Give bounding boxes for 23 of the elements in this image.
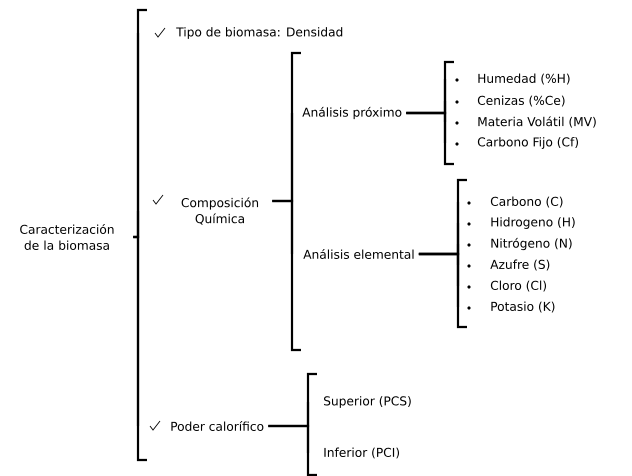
- text-label: Azufre (S): [490, 260, 550, 270]
- text-label: Hidrogeno (H): [491, 217, 575, 229]
- text-label: Tipo de biomasa: Densidad: [176, 27, 342, 39]
- bracket-line: [268, 424, 310, 453]
- text-label: Análisis próximo: [302, 106, 402, 120]
- text-label: Cenizas (%Ce): [478, 96, 565, 106]
- text-label: Carbono (C): [490, 196, 562, 208]
- bracket-line: [272, 200, 294, 254]
- text-label: Carbono Fijo (Cf): [478, 137, 578, 149]
- text-label: Superior (PCS): [324, 396, 411, 408]
- text-label: Caracterización de la biomasa: [20, 224, 114, 250]
- text-label: Potasio (K): [491, 302, 554, 312]
- text-label: Cloro (Cl): [490, 280, 546, 292]
- bracket-line: [418, 252, 460, 307]
- text-label: Inferior (PCI): [324, 448, 400, 458]
- text-label: Nitrógeno (N): [491, 238, 572, 250]
- text-label: Humedad (%H): [478, 74, 570, 84]
- text-label: Composición Química: [182, 197, 258, 225]
- text-label: Poder calorífico: [171, 421, 264, 431]
- bracket-line: [133, 236, 140, 426]
- text-label: Análisis elemental: [303, 249, 414, 259]
- bracket-line: [406, 112, 446, 143]
- text-label: Materia Volátil (MV): [478, 116, 596, 128]
